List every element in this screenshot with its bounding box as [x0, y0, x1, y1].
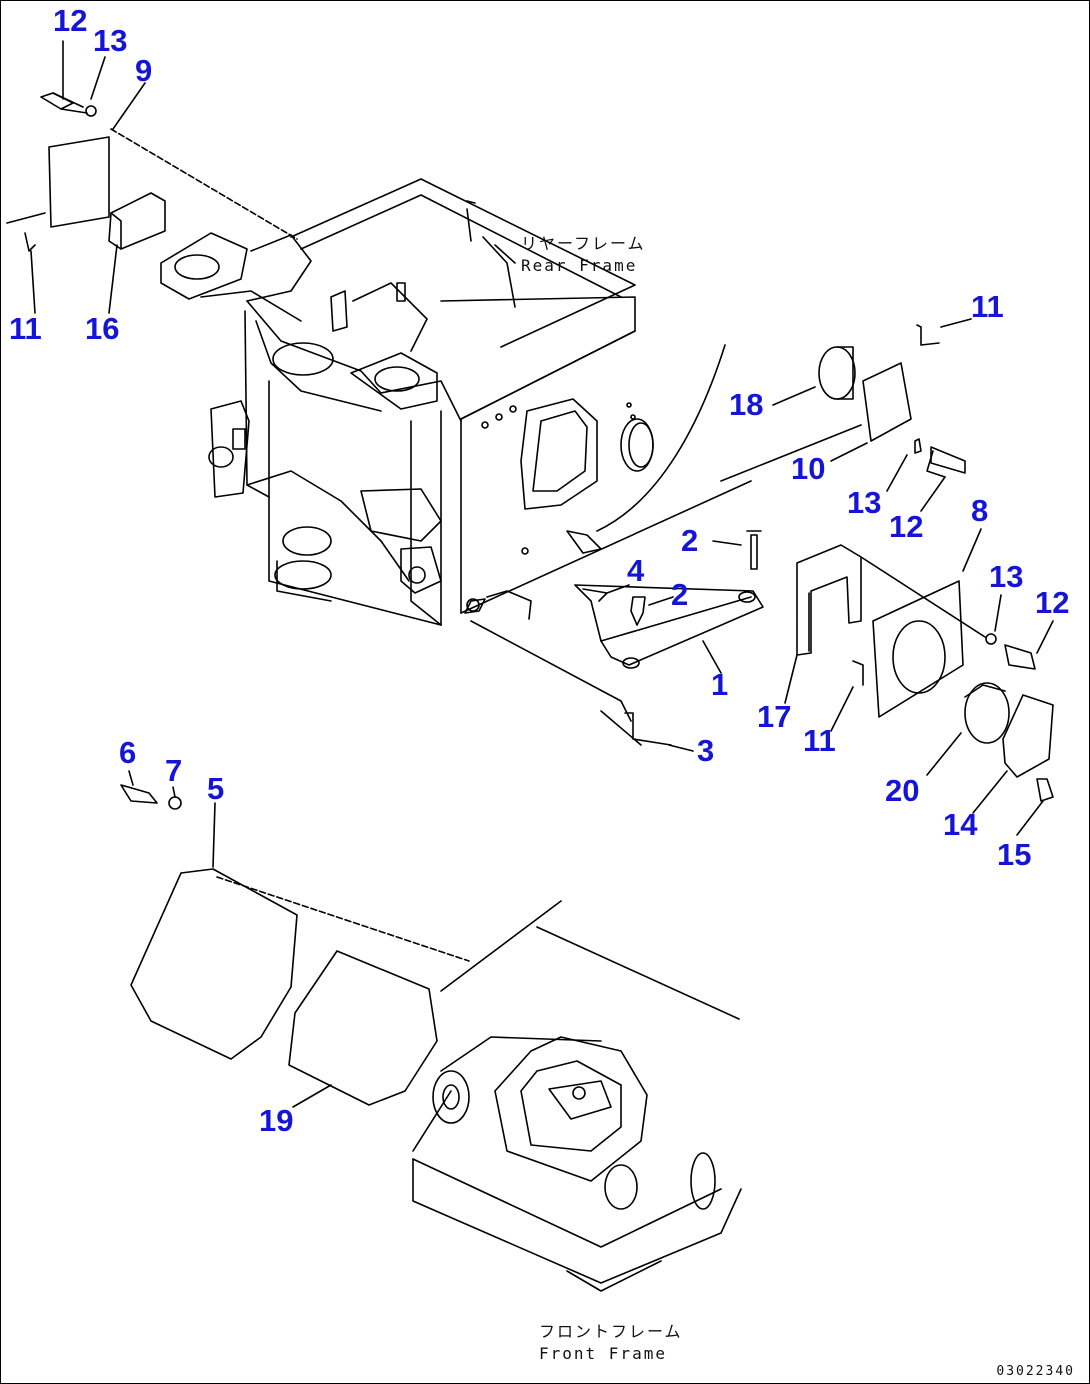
callout-13: 13: [847, 485, 882, 520]
callout-leaders: [30, 40, 1054, 1108]
rear-frame-body: [160, 178, 862, 746]
callout-8: 8: [971, 493, 989, 528]
callout-19: 19: [259, 1103, 294, 1138]
right-upper-cover-group: [818, 324, 966, 478]
callout-18: 18: [729, 387, 764, 422]
callout-7: 7: [165, 753, 183, 788]
callout-4: 4: [627, 553, 645, 588]
callout-14: 14: [943, 807, 978, 842]
callout-2: 2: [681, 523, 699, 558]
callout-20: 20: [885, 773, 920, 808]
callout-9: 9: [135, 53, 153, 88]
callout-6: 6: [119, 735, 137, 770]
rear-frame-label-jp: リヤーフレーム: [521, 234, 646, 253]
rear-frame-label-en: Rear Frame: [521, 256, 638, 275]
right-lower-cover-group: [796, 544, 1054, 802]
callout-3: 3: [697, 733, 715, 768]
rear-frame-label: リヤーフレーム Rear Frame: [521, 233, 646, 277]
front-cover-group: [120, 784, 470, 1106]
rear-left-cover-group: [6, 92, 298, 252]
callout-13: 13: [989, 559, 1024, 594]
drawing-number: 03022340: [996, 1364, 1075, 1379]
front-frame-label-jp: フロントフレーム: [539, 1322, 683, 1341]
front-frame-label-en: Front Frame: [539, 1344, 667, 1363]
callout-5: 5: [207, 771, 225, 806]
callout-17: 17: [757, 699, 792, 734]
callout-11: 11: [9, 311, 42, 346]
callout-11: 11: [971, 289, 1004, 324]
callout-2: 2: [671, 577, 689, 612]
callout-16: 16: [85, 311, 120, 346]
callout-12: 12: [53, 3, 88, 38]
bottom-cover-plate: [566, 530, 764, 746]
callout-12: 12: [889, 509, 924, 544]
rear-frame-leader: [494, 244, 516, 264]
front-frame-label: フロントフレーム Front Frame: [539, 1321, 683, 1365]
callout-1: 1: [711, 667, 729, 702]
callout-13: 13: [93, 23, 128, 58]
callout-15: 15: [997, 837, 1032, 872]
callout-11: 11: [803, 723, 836, 758]
front-frame-body: [412, 900, 742, 1292]
callout-10: 10: [791, 451, 826, 486]
callout-12: 12: [1035, 585, 1070, 620]
